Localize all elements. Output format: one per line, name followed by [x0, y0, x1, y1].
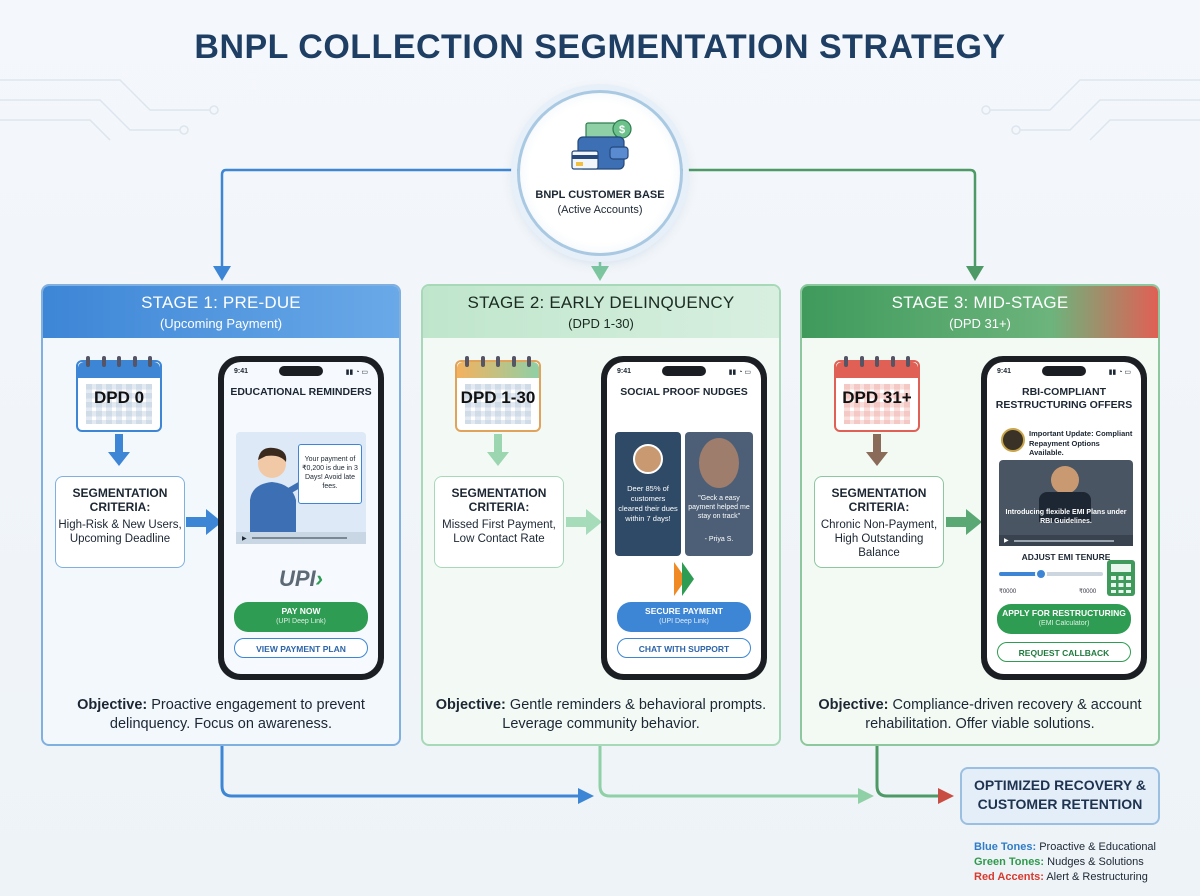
view-payment-plan-button[interactable]: VIEW PAYMENT PLAN: [234, 638, 368, 658]
stage1-objective: Objective: Proactive engagement to preve…: [77, 697, 365, 732]
stage3-calendar-icon: DPD 31+: [834, 356, 920, 432]
calculator-icon: [1107, 560, 1135, 596]
stage2-right-arrow-icon: [566, 509, 602, 535]
customer-base-hub: $ BNPL CUSTOMER BASE (Active Accounts): [517, 90, 683, 256]
stage1-to-result-line: [220, 746, 580, 798]
upi-logo-icon: [674, 562, 694, 596]
advisor-avatar: [1051, 466, 1079, 494]
legend-item-green: Green Tones: Nudges & Solutions: [974, 856, 1144, 868]
stage3-title: STAGE 3: MID-STAGE: [891, 293, 1069, 312]
stage2-criteria-body: Missed First Payment, Low Contact Rate: [442, 519, 556, 545]
rbi-seal-icon: [1001, 428, 1025, 452]
slider-min-label: ₹0000: [999, 589, 1017, 595]
stage3-to-result-line: [875, 746, 940, 798]
stage1-dpd-label: DPD 0: [93, 388, 145, 407]
apply-restructuring-button[interactable]: APPLY FOR RESTRUCTURING (EMI Calculator): [997, 604, 1131, 634]
stage2-criteria-title: SEGMENTATION CRITERIA:: [451, 486, 547, 514]
stage3-phone-title: RBI-COMPLIANT RESTRUCTURING OFFERS: [995, 386, 1133, 411]
chat-with-support-button[interactable]: CHAT WITH SUPPORT: [617, 638, 751, 658]
stage2-header: STAGE 2: EARLY DELINQUENCY (DPD 1-30): [423, 286, 779, 338]
stage3-phone: 9:41 ▮▮ ◔ ▭ RBI-COMPLIANT RESTRUCTURING …: [981, 356, 1147, 680]
stage3-video-caption: Introducing flexible EMI Plans under RBI…: [1005, 509, 1127, 525]
hub-to-stage3-line: [682, 168, 977, 268]
stage2-stat-text: Deer 85% of customers cleared their dues…: [618, 484, 678, 523]
stage1-reminder-bubble: Your payment of ₹0,200 is due in 3 Days!…: [298, 444, 362, 504]
hub-title: BNPL CUSTOMER BASE: [535, 189, 665, 201]
stage1-phone: 9:41 ▮▮ ◔ ▭ EDUCATIONAL REMINDERS Your p…: [218, 356, 384, 680]
stage3-right-arrow-icon: [946, 509, 982, 535]
stage3-criteria-title: SEGMENTATION CRITERIA:: [831, 486, 927, 514]
stage2-subtitle: (DPD 1-30): [568, 316, 634, 331]
presenter-icon: [250, 447, 302, 532]
stage2-calendar-icon: DPD 1-30: [455, 356, 541, 432]
stage2-testimonial-quote: "Geck a easy payment helped me stay on t…: [688, 495, 750, 520]
stage3-objective: Objective: Compliance-driven recovery & …: [818, 697, 1142, 732]
slider-handle[interactable]: [1034, 568, 1047, 580]
stage2-criteria-box: SEGMENTATION CRITERIA: Missed First Paym…: [434, 476, 564, 568]
stage2-phone: 9:41 ▮▮ ◔ ▭ SOCIAL PROOF NUDGES Deer 85%…: [601, 356, 767, 680]
pay-now-button[interactable]: PAY NOW (UPI Deep Link): [234, 602, 368, 632]
stage1-phone-title: EDUCATIONAL REMINDERS: [230, 386, 372, 398]
stage3-dpd-label: DPD 31+: [842, 388, 912, 407]
stage2-testimonial-author: - Priya S.: [704, 536, 734, 543]
emi-tenure-slider[interactable]: [999, 568, 1103, 580]
slider-max-label: ₹0000: [1079, 589, 1097, 595]
stage3-criteria-body: Chronic Non-Payment, High Outstanding Ba…: [820, 519, 938, 559]
stage3-phone-time: 9:41: [997, 368, 1012, 375]
signal-icon: ▮▮ ◔ ▭: [728, 369, 751, 376]
stage2-to-result-line: [598, 746, 860, 798]
stage2-phone-title: SOCIAL PROOF NUDGES: [620, 386, 748, 398]
stage2-testimonial-card: "Geck a easy payment helped me stay on t…: [685, 432, 753, 556]
color-legend: Blue Tones: Proactive & Educational Gree…: [974, 840, 1156, 885]
legend-item-red: Red Accents: Alert & Restructuring: [974, 871, 1148, 883]
stage1-criteria-box: SEGMENTATION CRITERIA: High-Risk & New U…: [55, 476, 185, 568]
upi-logo: UPI›: [278, 566, 323, 591]
stage1-criteria-body: High-Risk & New Users, Upcoming Deadline: [58, 519, 182, 545]
stage2-phone-time: 9:41: [617, 368, 632, 375]
stage1-calendar-icon: DPD 0: [76, 356, 162, 432]
hub-to-stage1-line: [220, 168, 520, 268]
stage1-title: STAGE 1: PRE-DUE: [141, 293, 301, 312]
video-controls[interactable]: ▶: [999, 535, 1133, 546]
stage1-header: STAGE 1: PRE-DUE (Upcoming Payment): [43, 286, 399, 338]
testimonial-avatar: [699, 438, 739, 488]
stage2-objective: Objective: Gentle reminders & behavioral…: [435, 697, 767, 732]
stage1-phone-time: 9:41: [234, 368, 249, 375]
stage1-criteria-title: SEGMENTATION CRITERIA:: [72, 486, 168, 514]
customer-avatar: [633, 444, 663, 474]
stage3-notice: Important Update: Compliant Repayment Op…: [1029, 429, 1133, 457]
stage3-header: STAGE 3: MID-STAGE (DPD 31+): [802, 286, 1158, 338]
stage2-title: STAGE 2: EARLY DELINQUENCY: [467, 293, 735, 312]
stage2-stat-card: Deer 85% of customers cleared their dues…: [615, 432, 681, 556]
stage3-video-thumbnail[interactable]: Introducing flexible EMI Plans under RBI…: [999, 460, 1133, 546]
secure-payment-button[interactable]: SECURE PAYMENT (UPI Deep Link): [617, 602, 751, 632]
stage2-dpd-label: DPD 1-30: [460, 388, 536, 407]
result-line1: OPTIMIZED RECOVERY &: [974, 777, 1146, 793]
svg-text:$: $: [619, 124, 625, 136]
stage3-slider-label: ADJUST EMI TENURE: [1021, 552, 1111, 562]
page-title: BNPL COLLECTION SEGMENTATION STRATEGY: [194, 28, 1006, 66]
wallet-icon: $: [571, 119, 632, 170]
stage1-right-arrow-icon: [186, 509, 222, 535]
signal-icon: ▮▮ ◔ ▭: [345, 369, 368, 376]
legend-item-blue: Blue Tones: Proactive & Educational: [974, 841, 1156, 853]
stage3-subtitle: (DPD 31+): [949, 316, 1011, 331]
result-line2: CUSTOMER RETENTION: [977, 796, 1143, 812]
hub-subtitle: (Active Accounts): [557, 204, 643, 216]
stage1-subtitle: (Upcoming Payment): [159, 316, 283, 331]
signal-icon: ▮▮ ◔ ▭: [1108, 369, 1131, 376]
video-controls[interactable]: ▶: [236, 532, 366, 544]
result-box: OPTIMIZED RECOVERY & CUSTOMER RETENTION: [960, 767, 1160, 825]
stage3-criteria-box: SEGMENTATION CRITERIA: Chronic Non-Payme…: [814, 476, 944, 568]
request-callback-button[interactable]: REQUEST CALLBACK: [997, 642, 1131, 662]
stage1-video-thumbnail[interactable]: Your payment of ₹0,200 is due in 3 Days!…: [236, 432, 366, 544]
